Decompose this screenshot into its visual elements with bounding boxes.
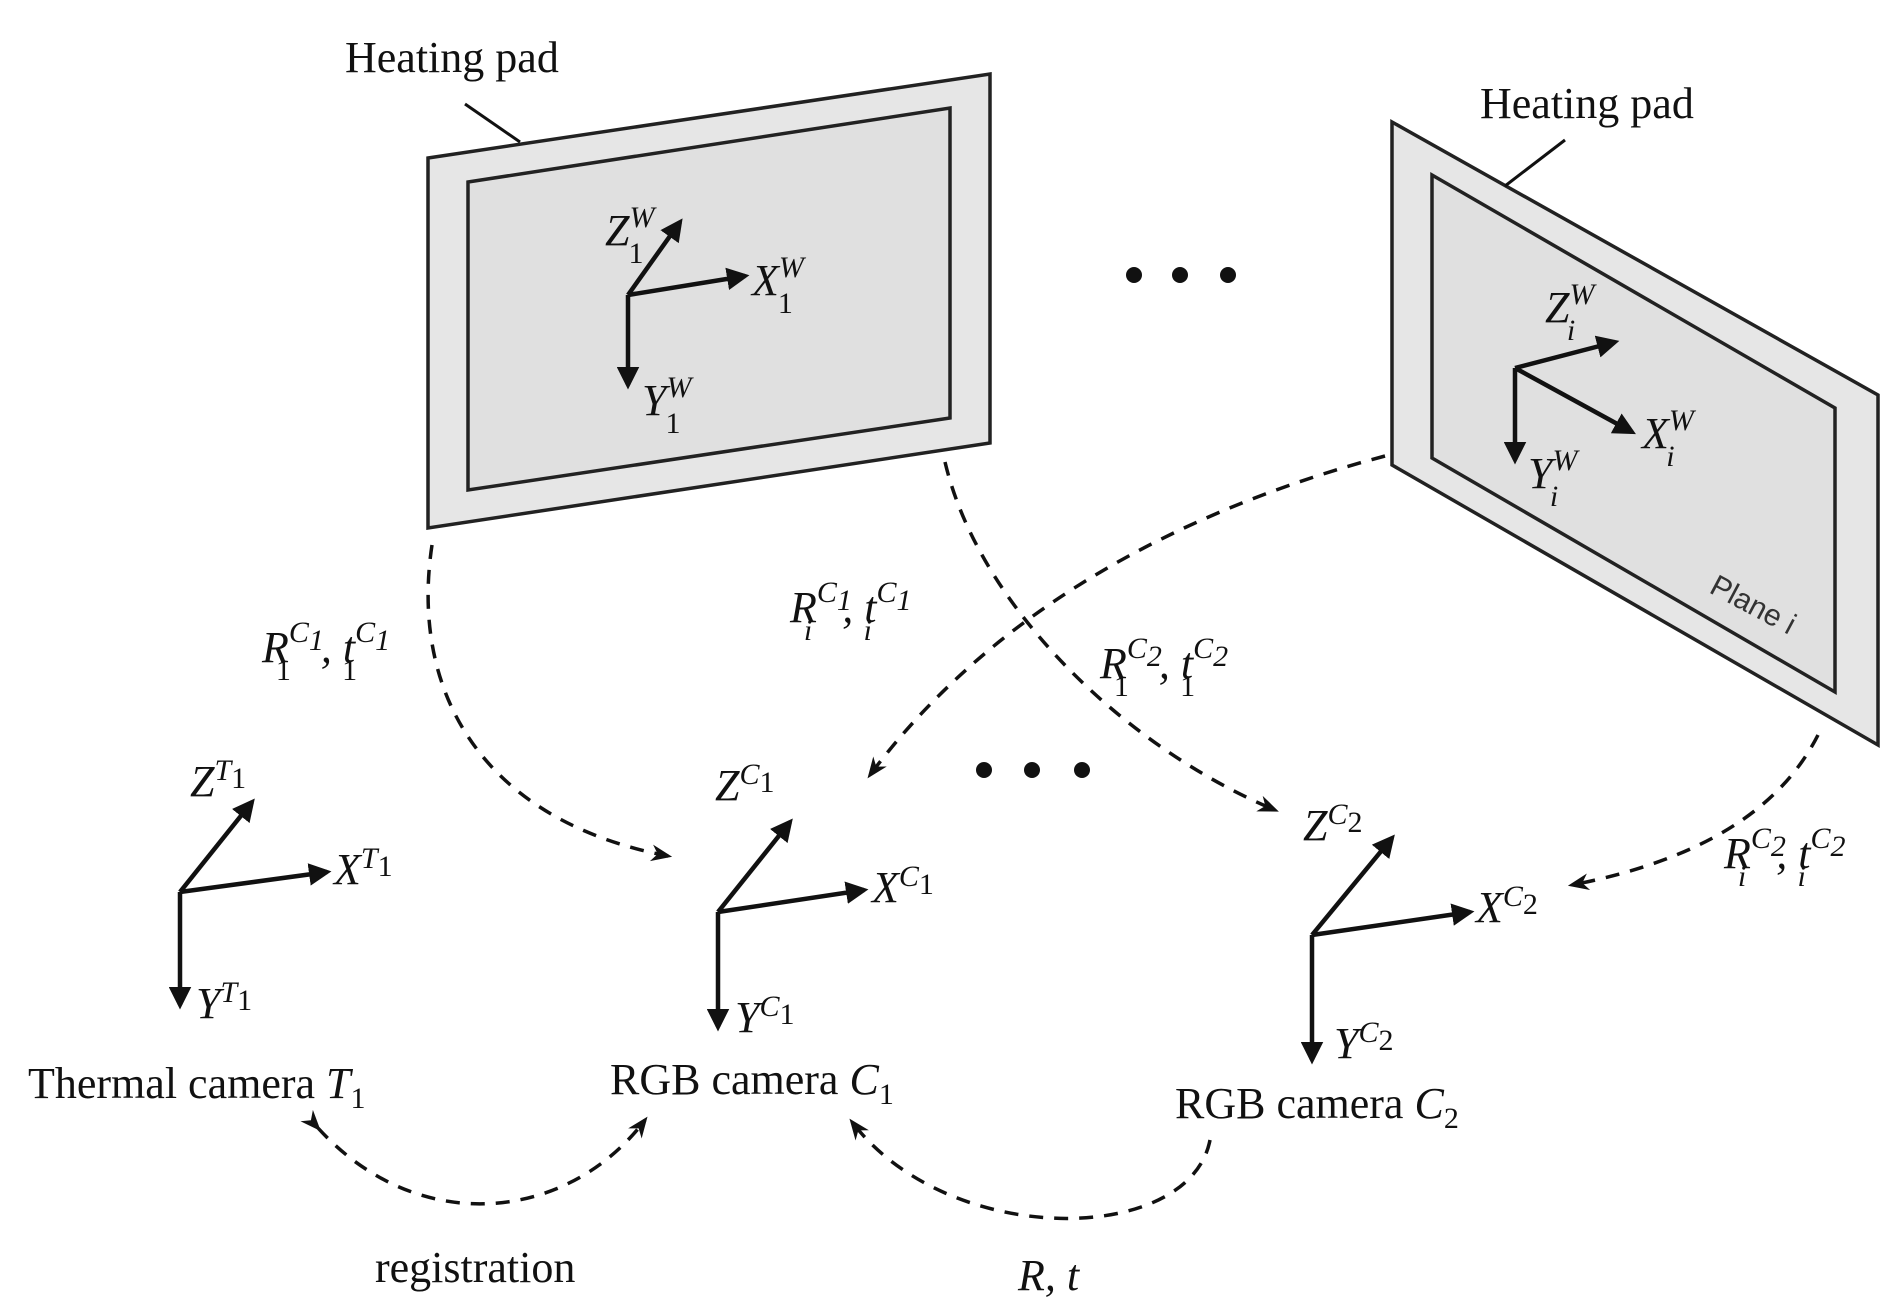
rgb2-z-label: ZC2 bbox=[1303, 798, 1363, 850]
heating-pad-i bbox=[1390, 119, 1880, 749]
rgb1-axes bbox=[706, 818, 869, 1032]
rgb-camera-2-label: RGB camera C2 bbox=[1175, 1079, 1459, 1135]
thermal-y-label: YT1 bbox=[196, 976, 252, 1028]
arrow-padi-to-rgb1 bbox=[867, 454, 1386, 779]
padi-axes bbox=[1503, 335, 1636, 465]
ellipsis-top bbox=[1126, 267, 1236, 283]
thermal-x-label: XT1 bbox=[332, 842, 393, 894]
arrow-pad1-to-rgb2 bbox=[943, 461, 1279, 812]
arrow-pad1-to-rgb1 bbox=[426, 544, 673, 862]
registration-label: registration bbox=[375, 1243, 575, 1292]
rgb2-x-label: XC2 bbox=[1474, 880, 1538, 932]
arrow-registration bbox=[300, 1109, 648, 1206]
rgb1-z-label: ZC1 bbox=[715, 758, 775, 810]
rgb-camera-1-label: RGB camera C1 bbox=[610, 1055, 894, 1111]
heating-pad-1-label: Heating pad bbox=[345, 33, 559, 82]
rgb2-y-label: YC2 bbox=[1334, 1016, 1394, 1068]
rgb1-x-label: XC1 bbox=[870, 860, 934, 912]
heating-pad-1-leader bbox=[464, 102, 521, 144]
arrow-padi-to-rgb2 bbox=[1567, 734, 1820, 891]
rt-label: R, t bbox=[1017, 1251, 1081, 1300]
heating-pad-i-leader bbox=[1504, 138, 1566, 188]
pad1-axes bbox=[616, 218, 750, 390]
thermal-z-label: ZT1 bbox=[190, 754, 246, 806]
thermal-axes bbox=[168, 798, 332, 1010]
heating-pad-1 bbox=[426, 71, 992, 531]
rgb1-y-label: YC1 bbox=[735, 990, 795, 1042]
heating-pad-i-label: Heating pad bbox=[1480, 79, 1694, 128]
ellipsis-middle bbox=[976, 762, 1090, 778]
rgb2-axes bbox=[1300, 834, 1475, 1065]
thermal-camera-label: Thermal camera T1 bbox=[28, 1059, 366, 1115]
arrow-rgb2-to-rgb1 bbox=[849, 1118, 1212, 1221]
